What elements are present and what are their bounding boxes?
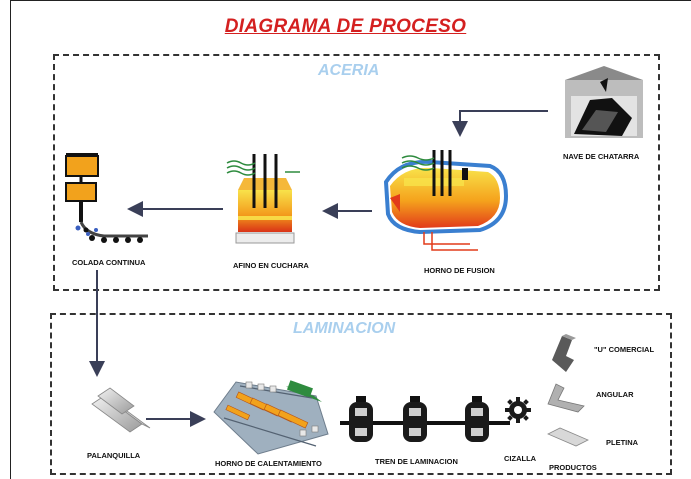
palanquilla-icon (91, 387, 151, 433)
label-horno-fusion: HORNO DE FUSION (424, 266, 495, 275)
label-cizalla: CIZALLA (504, 454, 537, 463)
mill-stand-3 (465, 396, 489, 442)
label-horno-calentamiento: HORNO DE CALENTAMIENTO (215, 459, 322, 468)
label-pletina: PLETINA (606, 438, 639, 447)
horno-fusion-icon (383, 150, 509, 251)
horno-calentamiento-icon (213, 380, 329, 455)
afino-cuchara-icon (226, 154, 300, 244)
label-afino-cuchara: AFINO EN CUCHARA (233, 261, 309, 270)
tren-laminacion-icon (340, 396, 510, 442)
aceria-title: ACERIA (318, 62, 380, 79)
producto-pletina-icon (547, 427, 589, 447)
laminacion-section (50, 313, 672, 475)
mill-stand-1 (349, 396, 373, 442)
label-palanquilla: PALANQUILLA (87, 451, 141, 460)
cizalla-icon (505, 397, 531, 423)
label-angular: ANGULAR (596, 390, 634, 399)
flow-arrows (89, 110, 548, 427)
label-productos: PRODUCTOS (549, 463, 597, 472)
colada-continua-icon (65, 153, 148, 243)
nave-chatarra-icon (565, 66, 643, 138)
arrow-nave-to-horno (452, 110, 548, 137)
label-colada-continua: COLADA CONTINUA (72, 258, 146, 267)
label-u-comercial: "U" COMERCIAL (594, 345, 655, 354)
label-tren-laminacion: TREN DE LAMINACION (375, 457, 458, 466)
producto-u-comercial-icon (552, 334, 576, 372)
diagram-title: DIAGRAMA DE PROCESO (224, 16, 467, 37)
mill-stand-2 (403, 396, 427, 442)
laminacion-title: LAMINACION (293, 320, 396, 337)
producto-angular-icon (547, 383, 585, 413)
aceria-section (53, 54, 660, 291)
label-nave-chatarra: NAVE DE CHATARRA (563, 152, 640, 161)
page-frame (10, 0, 691, 479)
